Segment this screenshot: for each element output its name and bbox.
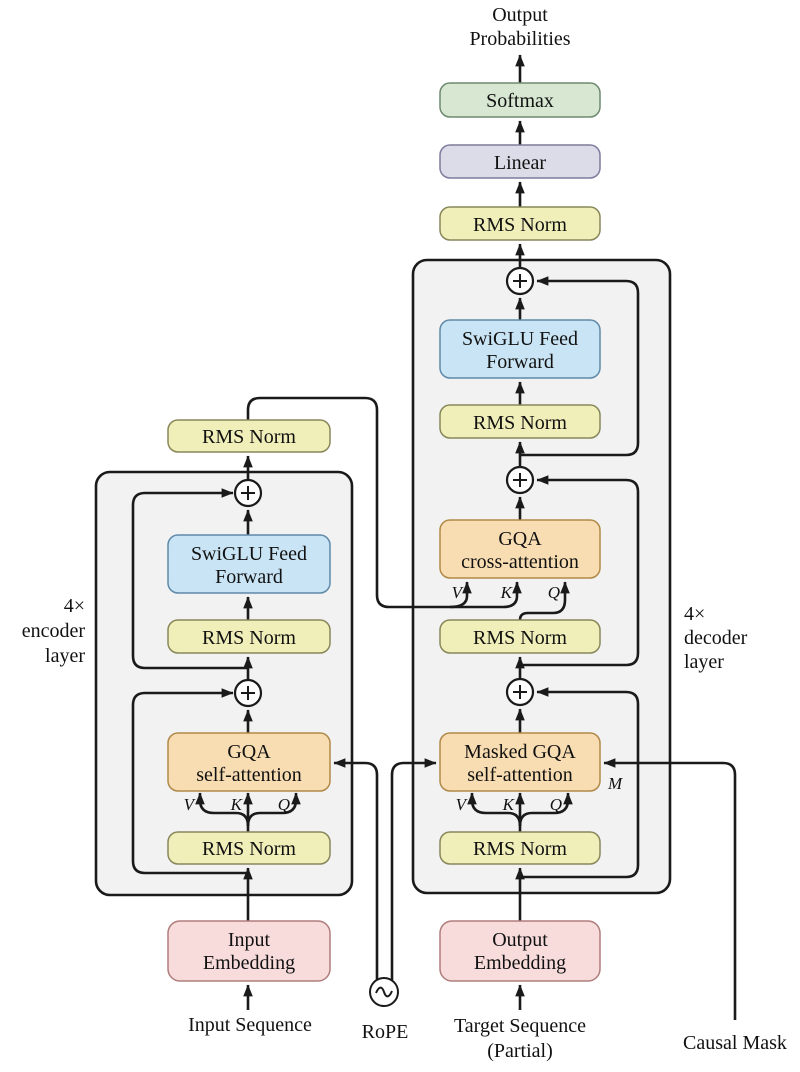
output-embedding-label: Output <box>492 929 548 951</box>
masked-v-label: V <box>456 795 469 814</box>
cross-q-label: Q <box>548 583 560 602</box>
masked-k-label: K <box>502 795 516 814</box>
encoder-ff-add-icon <box>233 478 263 508</box>
decoder-feed-forward-label: Forward <box>486 351 554 373</box>
decoder-feed-forward-label: SwiGLU Feed <box>462 328 578 350</box>
encoder-ff-norm-label: RMS Norm <box>202 627 296 649</box>
masked-q-label: Q <box>550 795 562 814</box>
decoder-ff-norm-label: RMS Norm <box>473 412 567 434</box>
output-embedding-box <box>439 920 601 982</box>
target-sequence-label: Target Sequence <box>454 1015 586 1037</box>
decoder-cross-norm-label: RMS Norm <box>473 627 567 649</box>
encoder-self-attention-box <box>167 732 331 792</box>
encoder-attn-norm-box <box>167 831 331 865</box>
encoder-q-label: Q <box>278 795 290 814</box>
decoder-ff-norm-box <box>439 404 601 439</box>
encoder-multiplier-label: layer <box>45 645 85 667</box>
softmax-box <box>439 82 601 118</box>
rope-node <box>369 977 399 1007</box>
encoder-output-norm-box <box>167 419 331 453</box>
decoder-cross-attention-label: GQA <box>498 528 542 550</box>
encoder-self-attention-label: self-attention <box>196 764 302 786</box>
decoder-cross-add-icon <box>505 465 535 495</box>
decoder-ff-add-icon <box>505 266 535 296</box>
mask-m-label: M <box>607 774 623 793</box>
encoder-ff-norm-box <box>167 619 331 654</box>
encoder-output-norm-label: RMS Norm <box>202 426 296 448</box>
encoder-multiplier-label: encoder <box>22 620 86 642</box>
decoder-attn-norm-box <box>439 831 601 865</box>
output-probabilities-label: Probabilities <box>469 28 570 50</box>
input-embedding-label: Embedding <box>203 952 295 974</box>
softmax-label: Softmax <box>486 90 554 112</box>
decoder-cross-attention-box <box>439 519 601 579</box>
cross-v-label: V <box>452 583 465 602</box>
encoder-feed-forward-box <box>167 534 331 594</box>
encoder-feed-forward-label: Forward <box>215 566 283 588</box>
decoder-attn-norm-label: RMS Norm <box>473 838 567 860</box>
decoder-multiplier-label: decoder <box>684 627 748 649</box>
output-probabilities-label: Output <box>492 4 548 26</box>
cross-k-label: K <box>500 583 514 602</box>
encoder-self-attention-label: GQA <box>227 741 271 763</box>
sine-icon <box>375 986 393 998</box>
decoder-masked-attention-label: self-attention <box>467 764 573 786</box>
output-embedding-label: Embedding <box>474 952 566 974</box>
final-rms-norm-box <box>439 206 601 241</box>
decoder-masked-add-icon <box>505 677 535 707</box>
decoder-multiplier-label: 4× <box>684 603 705 625</box>
linear-box <box>439 144 601 179</box>
input-embedding-label: Input <box>228 929 271 951</box>
encoder-feed-forward-label: SwiGLU Feed <box>191 543 307 565</box>
encoder-k-label: K <box>230 795 244 814</box>
decoder-masked-attention-label: Masked GQA <box>464 741 576 763</box>
input-sequence-label: Input Sequence <box>188 1014 312 1036</box>
encoder-attn-norm-label: RMS Norm <box>202 838 296 860</box>
decoder-multiplier-label: layer <box>684 651 724 673</box>
causal-mask-label: Causal Mask <box>683 1032 787 1054</box>
target-sequence-label: (Partial) <box>487 1040 553 1062</box>
diagram-wires <box>131 54 737 1020</box>
encoder-attn-add-icon <box>233 678 263 708</box>
rope-label: RoPE <box>362 1021 409 1043</box>
input-embedding-box <box>167 920 331 982</box>
decoder-cross-norm-box <box>439 619 601 654</box>
decoder-feed-forward-box <box>439 319 601 379</box>
encoder-v-label: V <box>184 795 197 814</box>
final-rms-norm-label: RMS Norm <box>473 214 567 236</box>
decoder-cross-attention-label: cross-attention <box>461 551 579 573</box>
encoder-multiplier-label: 4× <box>64 595 85 617</box>
linear-label: Linear <box>494 152 547 174</box>
decoder-masked-attention-box <box>439 732 601 792</box>
